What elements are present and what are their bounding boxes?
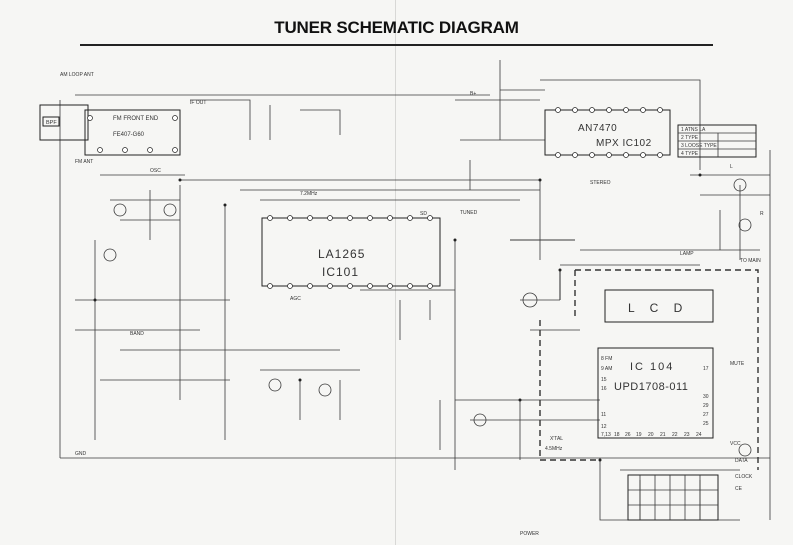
label-clock: CLOCK — [735, 474, 753, 480]
pll-pin-17: 17 — [703, 366, 709, 372]
pll-pin-25: 25 — [703, 421, 709, 427]
mode-table: 1 ATNS LA 2 TYPE 3 LOOSE TYPE 4 TYPE — [677, 124, 757, 158]
pll-pin-19: 19 — [636, 432, 642, 438]
bpf-label: BPF — [46, 120, 57, 126]
page-fold-line — [395, 0, 396, 545]
label-r: R — [760, 211, 764, 217]
label-gnd: GND — [75, 451, 87, 457]
label-data: DATA — [735, 458, 748, 464]
mpx-ic-ref: MPX IC102 — [596, 138, 652, 149]
pll-pin-22: 22 — [672, 432, 678, 438]
junctions — [93, 173, 702, 462]
pll-pin-16: 16 — [601, 386, 607, 392]
ic104-pll-block — [597, 347, 714, 439]
pll-pin-27: 27 — [703, 412, 709, 418]
bpf-module — [39, 104, 89, 141]
if-ic-name: LA1265 — [318, 247, 365, 261]
key-matrix — [627, 474, 719, 521]
bpf-box — [42, 116, 60, 127]
label-mute: MUTE — [730, 361, 745, 367]
label-xtal: X'TAL — [550, 436, 563, 442]
diagram-title: TUNER SCHEMATIC DIAGRAM — [274, 18, 519, 37]
fm-front-end-part: FE407-G60 — [113, 132, 145, 138]
fm-front-end-label: FM FRONT END — [113, 116, 159, 122]
pll-pin-18: 18 — [614, 432, 620, 438]
title-underline — [80, 44, 713, 46]
if-ic-pins — [267, 215, 433, 289]
if-ic-ref: IC101 — [322, 265, 359, 279]
label-power: POWER — [520, 531, 539, 537]
pll-pin-12: 12 — [601, 424, 607, 430]
label-osc: OSC — [150, 168, 161, 174]
label-ce: CE — [735, 486, 743, 492]
pll-ic-ref: IC 104 — [630, 361, 674, 373]
pll-pin-11: 11 — [601, 412, 606, 418]
label-b-plus: B+ — [470, 91, 476, 97]
pll-pin-26: 26 — [625, 432, 631, 438]
mode-table-row-2: 2 TYPE — [681, 135, 699, 141]
lcd-dashed-border — [539, 269, 759, 470]
label-agc: AGC — [290, 296, 301, 302]
label-to-main: TO MAIN — [740, 258, 761, 264]
mode-table-row-1: 1 ATNS LA — [681, 127, 706, 133]
pll-ic-name: UPD1708-011 — [614, 381, 688, 393]
lcd-label: L C D — [628, 301, 688, 315]
pll-pin-8: 8 FM — [601, 356, 612, 362]
mode-table-row-4: 4 TYPE — [681, 151, 699, 157]
mode-table-row-3: 3 LOOSE TYPE — [681, 143, 717, 149]
label-sd: SD — [420, 211, 427, 217]
lcd-block — [604, 289, 714, 323]
pll-pin-30: 30 — [703, 394, 709, 400]
pll-pin-21: 21 — [660, 432, 666, 438]
label-stereo: STEREO — [590, 180, 611, 186]
pll-pin-23: 23 — [684, 432, 690, 438]
label-lamp: LAMP — [680, 251, 694, 257]
pll-pin-29: 29 — [703, 403, 709, 409]
label-if-out: IF OUT — [190, 100, 206, 106]
label-4-5mhz: 4.5MHz — [545, 446, 563, 452]
label-tuned: TUNED — [460, 210, 478, 216]
component-labels: AM LOOP ANT FM ANT IF OUT OSC AGC L R LA… — [60, 72, 764, 537]
pll-pin-24: 24 — [696, 432, 702, 438]
label-am-loop-ant: AM LOOP ANT — [60, 72, 94, 78]
pll-pin-20: 20 — [648, 432, 654, 438]
mpx-pins — [555, 107, 663, 158]
fm-front-end-block — [84, 109, 181, 156]
pll-pin-7-13: 7,13 — [601, 432, 611, 438]
mpx-ic-name: AN7470 — [578, 123, 617, 134]
label-band: BAND — [130, 331, 144, 337]
label-fm-ant: FM ANT — [75, 159, 93, 165]
label-vcc: VCC — [730, 441, 741, 447]
transistors — [103, 178, 752, 457]
pll-pin-15: 15 — [601, 377, 607, 383]
label-7-2mhz: 7.2MHz — [300, 191, 318, 197]
pll-pin-9: 9 AM — [601, 366, 612, 372]
label-l: L — [730, 164, 733, 170]
